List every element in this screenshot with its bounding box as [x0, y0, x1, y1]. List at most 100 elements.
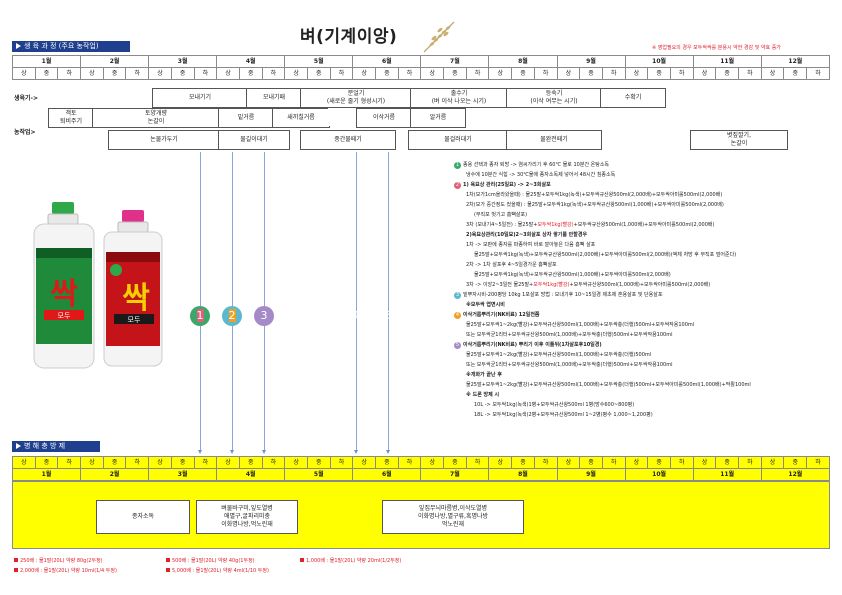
- period-cell: 중: [715, 67, 739, 80]
- triangle-icon: [16, 43, 21, 49]
- growth-row-label: 생육기->: [14, 95, 39, 102]
- product-left-sub: 모두: [58, 312, 71, 320]
- growth-header-text: 생 육 과 정 (주요 농작업): [24, 42, 99, 50]
- instruction-line: 물25말+모두싹1~2kg(빨강)+모두싹규산왕500ml(1,000배)+모두…: [454, 380, 830, 390]
- month-cell: 6월: [352, 55, 422, 68]
- pest-box-line: 이화명나방,멸구류,혹명나방: [417, 513, 489, 520]
- period-cell: 하: [329, 67, 354, 80]
- period-cell: 하: [261, 67, 286, 80]
- period-cell: 상: [760, 67, 785, 80]
- step-badge: 4: [454, 312, 461, 319]
- period-cell: 상: [148, 67, 172, 80]
- pest-box-line: 잎집무늬마름병,이삭도열병: [418, 505, 488, 512]
- period-cell: 상: [692, 456, 717, 469]
- growth-box-ripening: 등숙기(이삭 여무는 시기): [506, 88, 602, 108]
- period-cell: 하: [465, 456, 490, 469]
- growth-box-text: 수확기: [624, 94, 642, 101]
- period-cell: 중: [375, 67, 399, 80]
- instruction-text: 2차 -> 1차 살포후 4~5일경가운 흠뻑살포: [466, 262, 557, 268]
- arrow-down-icon: [230, 450, 234, 454]
- legend-item: 5,000배 : 물1말(20L) 약량 4ml(1/10 두정): [166, 567, 269, 574]
- bullet-icon: [14, 558, 18, 562]
- period-cell: 하: [601, 67, 626, 80]
- product-bottle-right: 싹 모두: [103, 210, 163, 367]
- arrow-down-icon: [354, 450, 358, 454]
- farm-box-sub: 논갈이: [730, 140, 748, 147]
- instruction-highlight: 모두싹1kg(빨강): [537, 222, 574, 228]
- instruction-text: ※ 드론 방제 시: [466, 392, 500, 398]
- farm-box-text: 밑거름: [237, 114, 255, 121]
- month-cell: 3월: [148, 468, 218, 481]
- period-cell: 상: [624, 67, 649, 80]
- period-cell: 하: [125, 456, 150, 469]
- period-cell: 상: [216, 456, 240, 469]
- period-cell: 상: [80, 456, 104, 469]
- farm-box-grain-fertilizer: 알거름: [410, 108, 466, 128]
- period-cell: 중: [511, 456, 535, 469]
- period-cell: 중: [102, 67, 127, 80]
- period-cell: 하: [193, 456, 218, 469]
- instruction-line: 1차 -> 모판에 종자를 파종하여 바로 깔아놓은 다음 흠뻑 살포: [454, 240, 830, 250]
- farm-box-straw-plow: 볏짚깔기,논갈이: [690, 130, 788, 150]
- guide-line: [232, 152, 233, 452]
- month-cell: 7월: [420, 468, 490, 481]
- growth-box-sub: (새로운 줄기 형성시기): [326, 98, 386, 105]
- month-cell: 4월: [216, 55, 286, 68]
- period-cell: 상: [12, 456, 36, 469]
- period-cell: 중: [102, 456, 127, 469]
- instruction-line: 10L -> 모두싹1kg(녹색)1병+모두싹규산왕500ml 1병(방수600…: [454, 400, 830, 410]
- growth-box-sub: (이삭 여무는 시기): [530, 98, 578, 105]
- farm-box-text: 토양개량: [144, 110, 168, 117]
- instruction-text: (무직포 벗기고 흠뻑살포): [474, 212, 528, 218]
- top-note: ※ 영업필요의 경우 모두싹싹를 분용시 약한 경감 및 약효 증가: [652, 45, 781, 51]
- period-cell: 상: [216, 67, 240, 80]
- period-cell: 하: [738, 456, 762, 469]
- period-cell: 하: [533, 456, 558, 469]
- growth-box-heading: 출수기(벼 이삭 나오는 시기): [410, 88, 508, 108]
- rice-plant-icon: [423, 21, 455, 53]
- month-cell: 2월: [80, 55, 150, 68]
- period-cell: 하: [125, 67, 150, 80]
- growth-box-text: 등숙기: [545, 90, 563, 97]
- month-cell: 3월: [148, 55, 218, 68]
- farm-box-sub: 퇴비주기: [59, 118, 83, 125]
- farm-box-text: 물완전떼기: [540, 136, 568, 143]
- period-cell: 중: [306, 456, 331, 469]
- period-cell: 중: [443, 456, 467, 469]
- pest-box-line: 벼물바구미,잎도열병: [221, 505, 273, 512]
- instruction-text: 1차 -> 모판에 종자를 파종하여 바로 깔아놓은 다음 흠뻑 살포: [466, 242, 596, 248]
- instruction-line: 3차 (모내기4~5일전) : 물25말+모두싹1kg(빨강)+모두싹규산왕50…: [454, 220, 830, 230]
- instruction-line: ※ 드론 방제 시: [454, 390, 830, 400]
- step-circle-5: 5: [378, 306, 398, 326]
- period-cell: 하: [329, 456, 354, 469]
- instruction-text: 또는 모두싹균1리터+모두싹규산왕500ml(1,000배)+모두싹충(더행)5…: [466, 332, 673, 338]
- step-circle-1: 1: [190, 306, 210, 326]
- month-cell: 10월: [624, 55, 694, 68]
- period-cell: 중: [34, 456, 59, 469]
- instruction-text: 물25말+모두싹1~2kg(빨강)+모두싹규산왕500ml(1,000배)+모두…: [466, 352, 652, 358]
- instruction-text: 이삭거름뿌리기(NK비료) 12일전쯤: [463, 312, 540, 318]
- month-cell: 12월: [760, 468, 831, 481]
- period-cell: 중: [238, 67, 263, 80]
- step-circle-4: 4: [346, 306, 366, 326]
- period-cell: 중: [783, 456, 808, 469]
- farm-box-text: 새끼칠거름: [287, 114, 315, 121]
- farm-box-shallow-irrigation: 물길이대기: [218, 130, 290, 150]
- step-circle-label: 5: [384, 309, 392, 322]
- step-badge: 5: [454, 342, 461, 349]
- legend-text: 250배 : 물1말(20L) 약량 80g(2두정): [20, 558, 103, 564]
- period-cell: 상: [148, 456, 172, 469]
- step-badge: 3: [454, 292, 461, 299]
- farm-box-text: 중간물떼기: [334, 136, 362, 143]
- period-cell: 상: [556, 67, 581, 80]
